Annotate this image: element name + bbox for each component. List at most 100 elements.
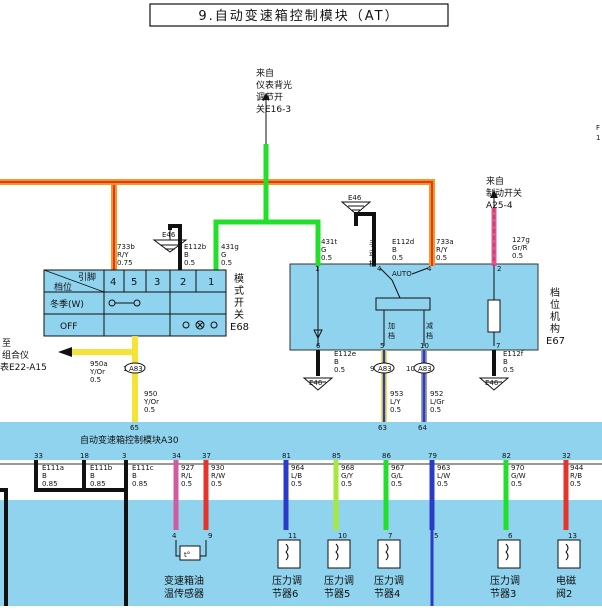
- svg-text:式: 式: [234, 284, 244, 297]
- svg-text:E46: E46: [162, 231, 176, 239]
- svg-text:930: 930: [211, 464, 224, 472]
- top-source-label: 来自 仪表背光 调节开 关E16-3: [256, 67, 292, 115]
- svg-text:位: 位: [550, 298, 560, 311]
- wire-label-952: 952 L/Gr 0.5: [430, 390, 445, 414]
- svg-text:关E16-3: 关E16-3: [256, 103, 291, 115]
- svg-text:86: 86: [382, 452, 391, 460]
- connector-a83-mid: A83 9 A83 10: [370, 362, 435, 374]
- svg-text:节器6: 节器6: [272, 588, 298, 600]
- svg-text:组合仪: 组合仪: [2, 349, 29, 361]
- svg-text:0.5: 0.5: [211, 480, 222, 488]
- svg-text:85: 85: [332, 452, 341, 460]
- svg-text:0.5: 0.5: [181, 480, 192, 488]
- svg-text:L/B: L/B: [291, 472, 302, 480]
- svg-text:E112b: E112b: [184, 243, 207, 251]
- svg-text:制动开关: 制动开关: [486, 187, 522, 199]
- svg-text:0.5: 0.5: [436, 254, 447, 262]
- svg-text:1: 1: [123, 365, 127, 373]
- black-wire-gear: [354, 212, 376, 266]
- ground-symbol-2: E46: [340, 194, 372, 215]
- wire-950: [70, 336, 138, 422]
- svg-text:B: B: [334, 358, 339, 366]
- svg-text:7: 7: [388, 532, 392, 540]
- svg-text:档: 档: [550, 286, 560, 299]
- svg-text:E111a: E111a: [42, 464, 64, 472]
- wire-label-e111a: E111a B 0.85: [42, 464, 64, 488]
- svg-text:E112d: E112d: [392, 238, 414, 246]
- svg-text:2: 2: [180, 277, 186, 288]
- svg-text:开: 开: [234, 298, 244, 309]
- svg-text:0.5: 0.5: [391, 480, 402, 488]
- ground-symbol-4: E46: [478, 377, 510, 391]
- pin-64: 64: [418, 424, 427, 432]
- svg-text:2: 2: [497, 265, 501, 273]
- wire-label-e111b: E111b B 0.85: [90, 464, 113, 488]
- svg-text:档: 档: [426, 331, 433, 340]
- svg-text:431g: 431g: [221, 243, 239, 251]
- svg-text:至: 至: [2, 338, 11, 349]
- edge-text-1: F: [596, 124, 600, 132]
- svg-text:G/Y: G/Y: [341, 472, 354, 480]
- svg-text:R/Y: R/Y: [117, 251, 129, 259]
- to-cluster-label: 至 组合仪 表E22-A15: [0, 338, 47, 373]
- svg-text:档位: 档位: [54, 281, 72, 293]
- svg-text:压力调: 压力调: [490, 574, 520, 587]
- diagram-title: 9.自动变速箱控制模块（AT）: [198, 8, 399, 24]
- svg-text:431t: 431t: [321, 238, 337, 246]
- svg-text:0.5: 0.5: [511, 480, 522, 488]
- gear-mechanism-internals: 1 4 4 2 手 动 档 AUTO 加 档 减 档 6 5 10 7: [313, 239, 501, 350]
- svg-text:A83: A83: [378, 365, 392, 373]
- svg-text:G/W: G/W: [511, 472, 526, 480]
- svg-text:来自: 来自: [486, 175, 504, 187]
- svg-text:B: B: [503, 358, 508, 366]
- svg-text:81: 81: [282, 452, 291, 460]
- svg-text:13: 13: [568, 532, 577, 540]
- module-label: 自动变速箱控制模块A30: [80, 434, 179, 446]
- svg-text:32: 32: [562, 452, 571, 460]
- svg-text:减: 减: [426, 321, 433, 330]
- svg-text:Gr/R: Gr/R: [512, 244, 528, 252]
- svg-text:阀2: 阀2: [556, 587, 572, 600]
- svg-text:34: 34: [172, 452, 181, 460]
- svg-text:动: 动: [369, 249, 376, 258]
- svg-text:950a: 950a: [90, 360, 108, 368]
- svg-text:L/Gr: L/Gr: [430, 398, 445, 406]
- svg-text:电磁: 电磁: [556, 574, 576, 587]
- svg-text:R/Y: R/Y: [436, 246, 448, 254]
- ground-symbol-3: E46: [302, 377, 334, 391]
- svg-text:E46: E46: [485, 379, 499, 387]
- svg-text:E68: E68: [230, 322, 249, 333]
- wire-label-733b: 733b R/Y 0.75: [117, 243, 135, 267]
- svg-text:引脚: 引脚: [78, 272, 96, 283]
- svg-text:B: B: [90, 472, 95, 480]
- svg-text:档: 档: [369, 259, 376, 268]
- svg-text:79: 79: [428, 452, 437, 460]
- svg-text:37: 37: [202, 452, 211, 460]
- power-wire-left: [0, 179, 117, 270]
- svg-text:表E22-A15: 表E22-A15: [0, 361, 47, 373]
- svg-text:0.5: 0.5: [390, 406, 401, 414]
- svg-text:0.5: 0.5: [184, 259, 195, 267]
- wire-label-431t: 431t G 0.5: [321, 238, 337, 262]
- ground-symbol-1: E46: [152, 230, 188, 253]
- svg-text:0.5: 0.5: [291, 480, 302, 488]
- svg-text:t°: t°: [184, 551, 190, 559]
- svg-text:952: 952: [430, 390, 443, 398]
- pin-3: 3: [122, 452, 126, 460]
- svg-text:调节开: 调节开: [256, 92, 283, 103]
- svg-text:0.5: 0.5: [221, 259, 232, 267]
- svg-text:967: 967: [391, 464, 404, 472]
- svg-text:1: 1: [208, 277, 214, 288]
- svg-text:10: 10: [338, 532, 347, 540]
- svg-text:节器5: 节器5: [324, 588, 350, 600]
- wire-label-e112f: E112f B 0.5: [503, 350, 524, 374]
- brake-source-label: 来自 制动开关 A25-4: [486, 175, 522, 211]
- svg-text:968: 968: [341, 464, 354, 472]
- svg-text:E111b: E111b: [90, 464, 113, 472]
- svg-text:仪表背光: 仪表背光: [256, 79, 292, 91]
- wire-label-733a: 733a R/Y 0.5: [436, 238, 454, 262]
- svg-text:0.85: 0.85: [90, 480, 106, 488]
- svg-text:0.75: 0.75: [117, 259, 133, 267]
- svg-text:节器4: 节器4: [374, 588, 400, 600]
- cluster-arrow: [58, 347, 72, 357]
